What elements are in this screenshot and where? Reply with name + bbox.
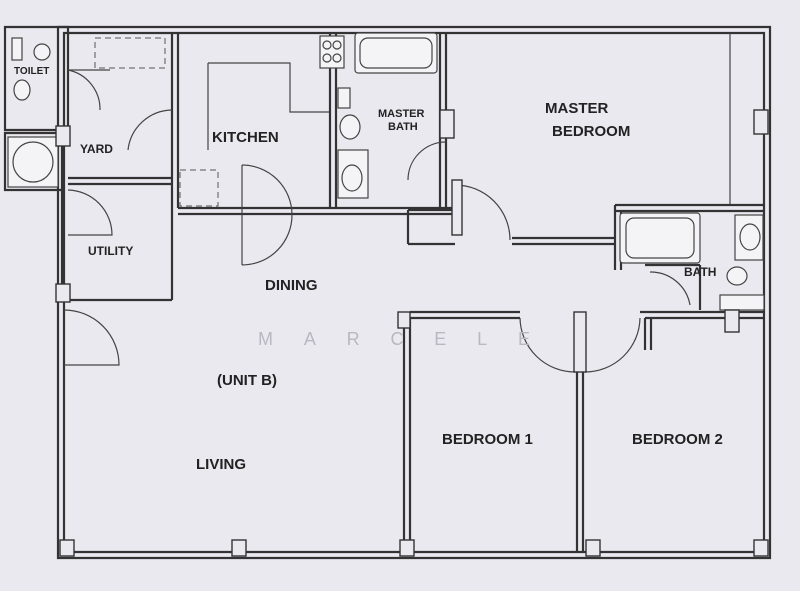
bath-counter-icon [719,294,765,311]
room-label-utility: UTILITY [88,244,133,258]
bath-wc-icon [726,266,748,286]
unit-label: (UNIT B) [217,372,277,389]
room-label-master-bath-line2: BATH [388,121,418,133]
room-label-master-bath-line1: MASTER [378,108,425,120]
room-label-master-bedroom-line1: MASTER [545,100,609,117]
bath-basin-icon [734,214,764,261]
tank-circle-icon [12,141,54,183]
wardrobe-panel-2 [573,311,587,373]
room-label-yard: YARD [80,142,113,156]
room-label-toilet: TOILET [14,66,49,77]
room-label-dining: DINING [265,277,318,294]
columns [55,109,769,557]
wc-icon [339,114,361,140]
toilet-basin-icon [13,79,31,101]
bathtub-icon [354,32,438,74]
room-label-living: LIVING [196,456,246,473]
room-label-bedroom-1: BEDROOM 1 [442,431,533,448]
room-label-kitchen: KITCHEN [212,129,279,146]
toilet-bowl-icon [33,43,51,61]
room-label-master-bedroom-line2: BEDROOM [552,123,630,140]
toilet-yard-block [3,25,166,192]
outer-walls [56,25,772,560]
fixtures [319,32,765,311]
bath-tub-icon [619,212,701,264]
stove-icon [319,35,345,69]
wardrobe-panel [451,179,463,236]
watermark: MARCELE [258,329,530,349]
room-label-bath: BATH [684,265,716,279]
room-label-bedroom-2: BEDROOM 2 [632,431,723,448]
toilet-sink [11,37,23,61]
door-swings [63,109,691,373]
